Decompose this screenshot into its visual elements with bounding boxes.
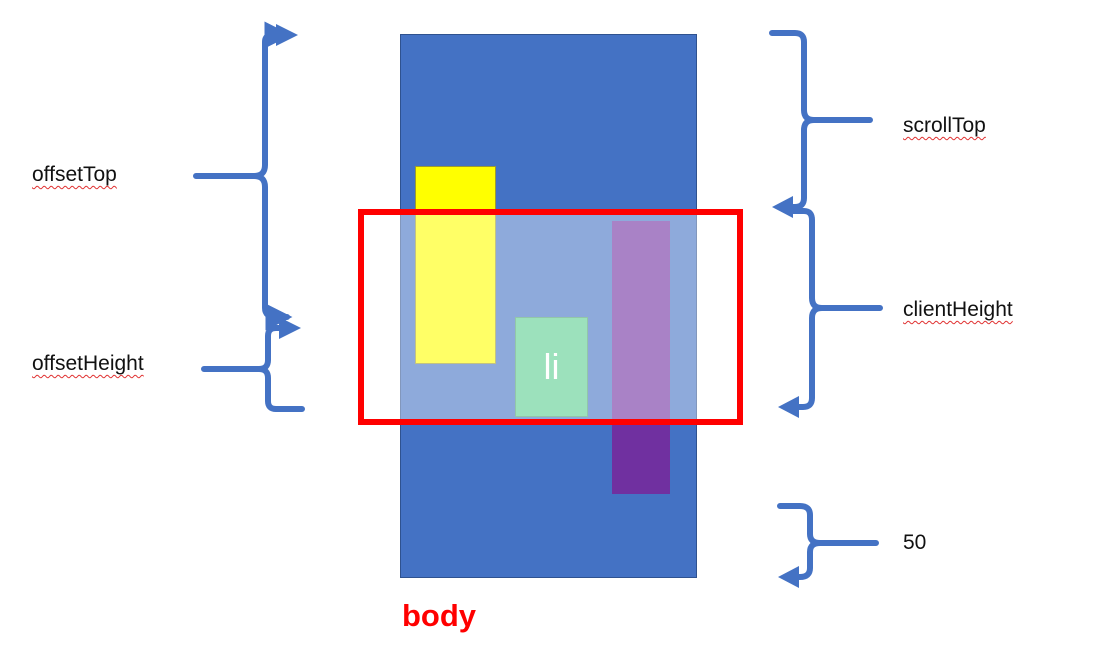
scroll-top-brace <box>769 30 873 210</box>
offset-top-label: offsetTop <box>32 163 117 186</box>
client-height-arrowhead <box>778 396 799 418</box>
offset-height-arrowhead <box>279 317 301 339</box>
li-label: li <box>543 346 560 387</box>
viewport-highlight <box>400 212 697 419</box>
client-height-brace <box>789 208 883 410</box>
li-element <box>515 317 588 417</box>
bottom-gap-label: 50 <box>903 531 927 554</box>
viewport-frame <box>358 209 743 425</box>
scroll-top-label: scrollTop <box>903 114 986 137</box>
scroll-top-arrowhead <box>772 196 793 218</box>
bottom-gap-arrowhead <box>778 566 799 588</box>
bottom-gap-brace <box>777 503 879 580</box>
offset-top-arrowhead <box>276 24 298 46</box>
yellow-element <box>415 166 496 364</box>
offset-height-brace <box>201 325 305 412</box>
body-label: body <box>402 598 477 633</box>
client-height-label: clientHeight <box>903 298 1013 321</box>
purple-element <box>612 221 670 494</box>
offset-top-brace <box>193 35 287 317</box>
offset-height-label: offsetHeight <box>32 352 144 375</box>
